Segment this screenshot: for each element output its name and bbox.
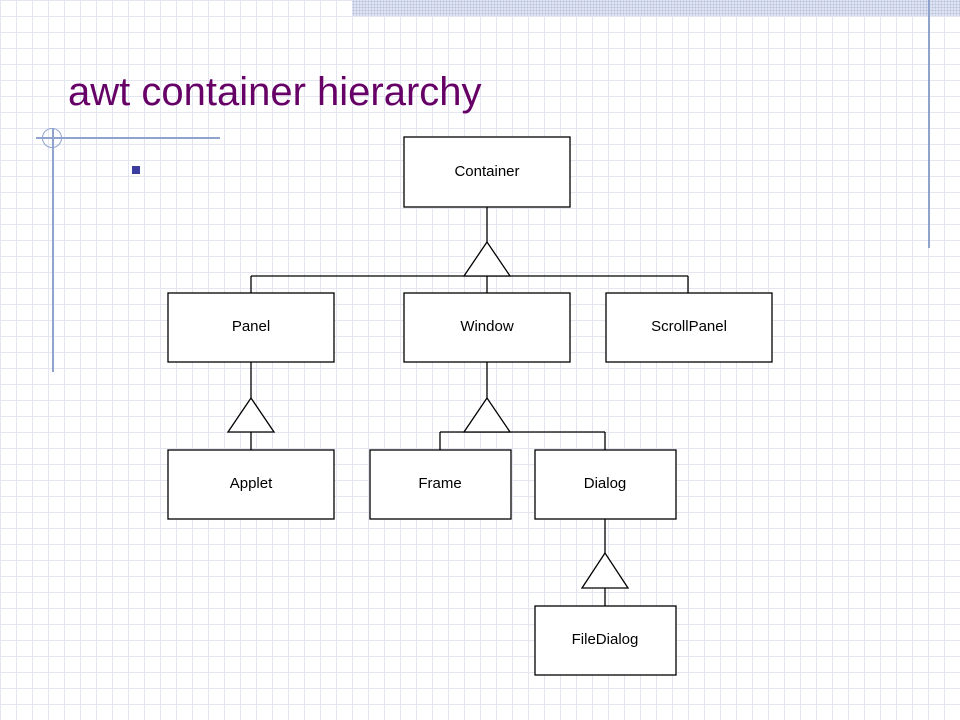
bullet-marker xyxy=(132,166,140,174)
left-decor-rule xyxy=(52,128,54,372)
inheritance-arrow-dialog xyxy=(580,551,630,589)
node-panel-box xyxy=(167,292,335,363)
node-frame-label: Frame xyxy=(418,475,461,492)
node-applet-box xyxy=(167,449,335,520)
node-panel-label: Panel xyxy=(232,318,270,335)
connector-lines xyxy=(250,207,689,606)
decor-circle xyxy=(42,128,62,148)
header-dotted-band xyxy=(352,0,960,16)
node-dialog-label: Dialog xyxy=(584,475,627,492)
title-underline-rule xyxy=(36,137,220,139)
inheritance-arrow-window xyxy=(462,396,512,433)
node-container-label: Container xyxy=(454,163,519,180)
node-scrollpanel-box xyxy=(605,292,773,363)
right-decor-rule xyxy=(928,0,930,248)
inheritance-arrow-panel xyxy=(226,396,276,433)
node-container-box xyxy=(403,136,571,208)
inheritance-arrow-container xyxy=(462,240,512,277)
node-window-box xyxy=(403,292,571,363)
node-filedialog-box xyxy=(534,605,677,676)
node-dialog-box xyxy=(534,449,677,520)
node-frame-box xyxy=(369,449,512,520)
slide-title: awt container hierarchy xyxy=(68,70,482,114)
node-applet-label: Applet xyxy=(230,475,273,492)
node-scrollpanel-label: ScrollPanel xyxy=(651,318,727,335)
node-window-label: Window xyxy=(460,318,514,335)
node-filedialog-label: FileDialog xyxy=(572,631,639,648)
